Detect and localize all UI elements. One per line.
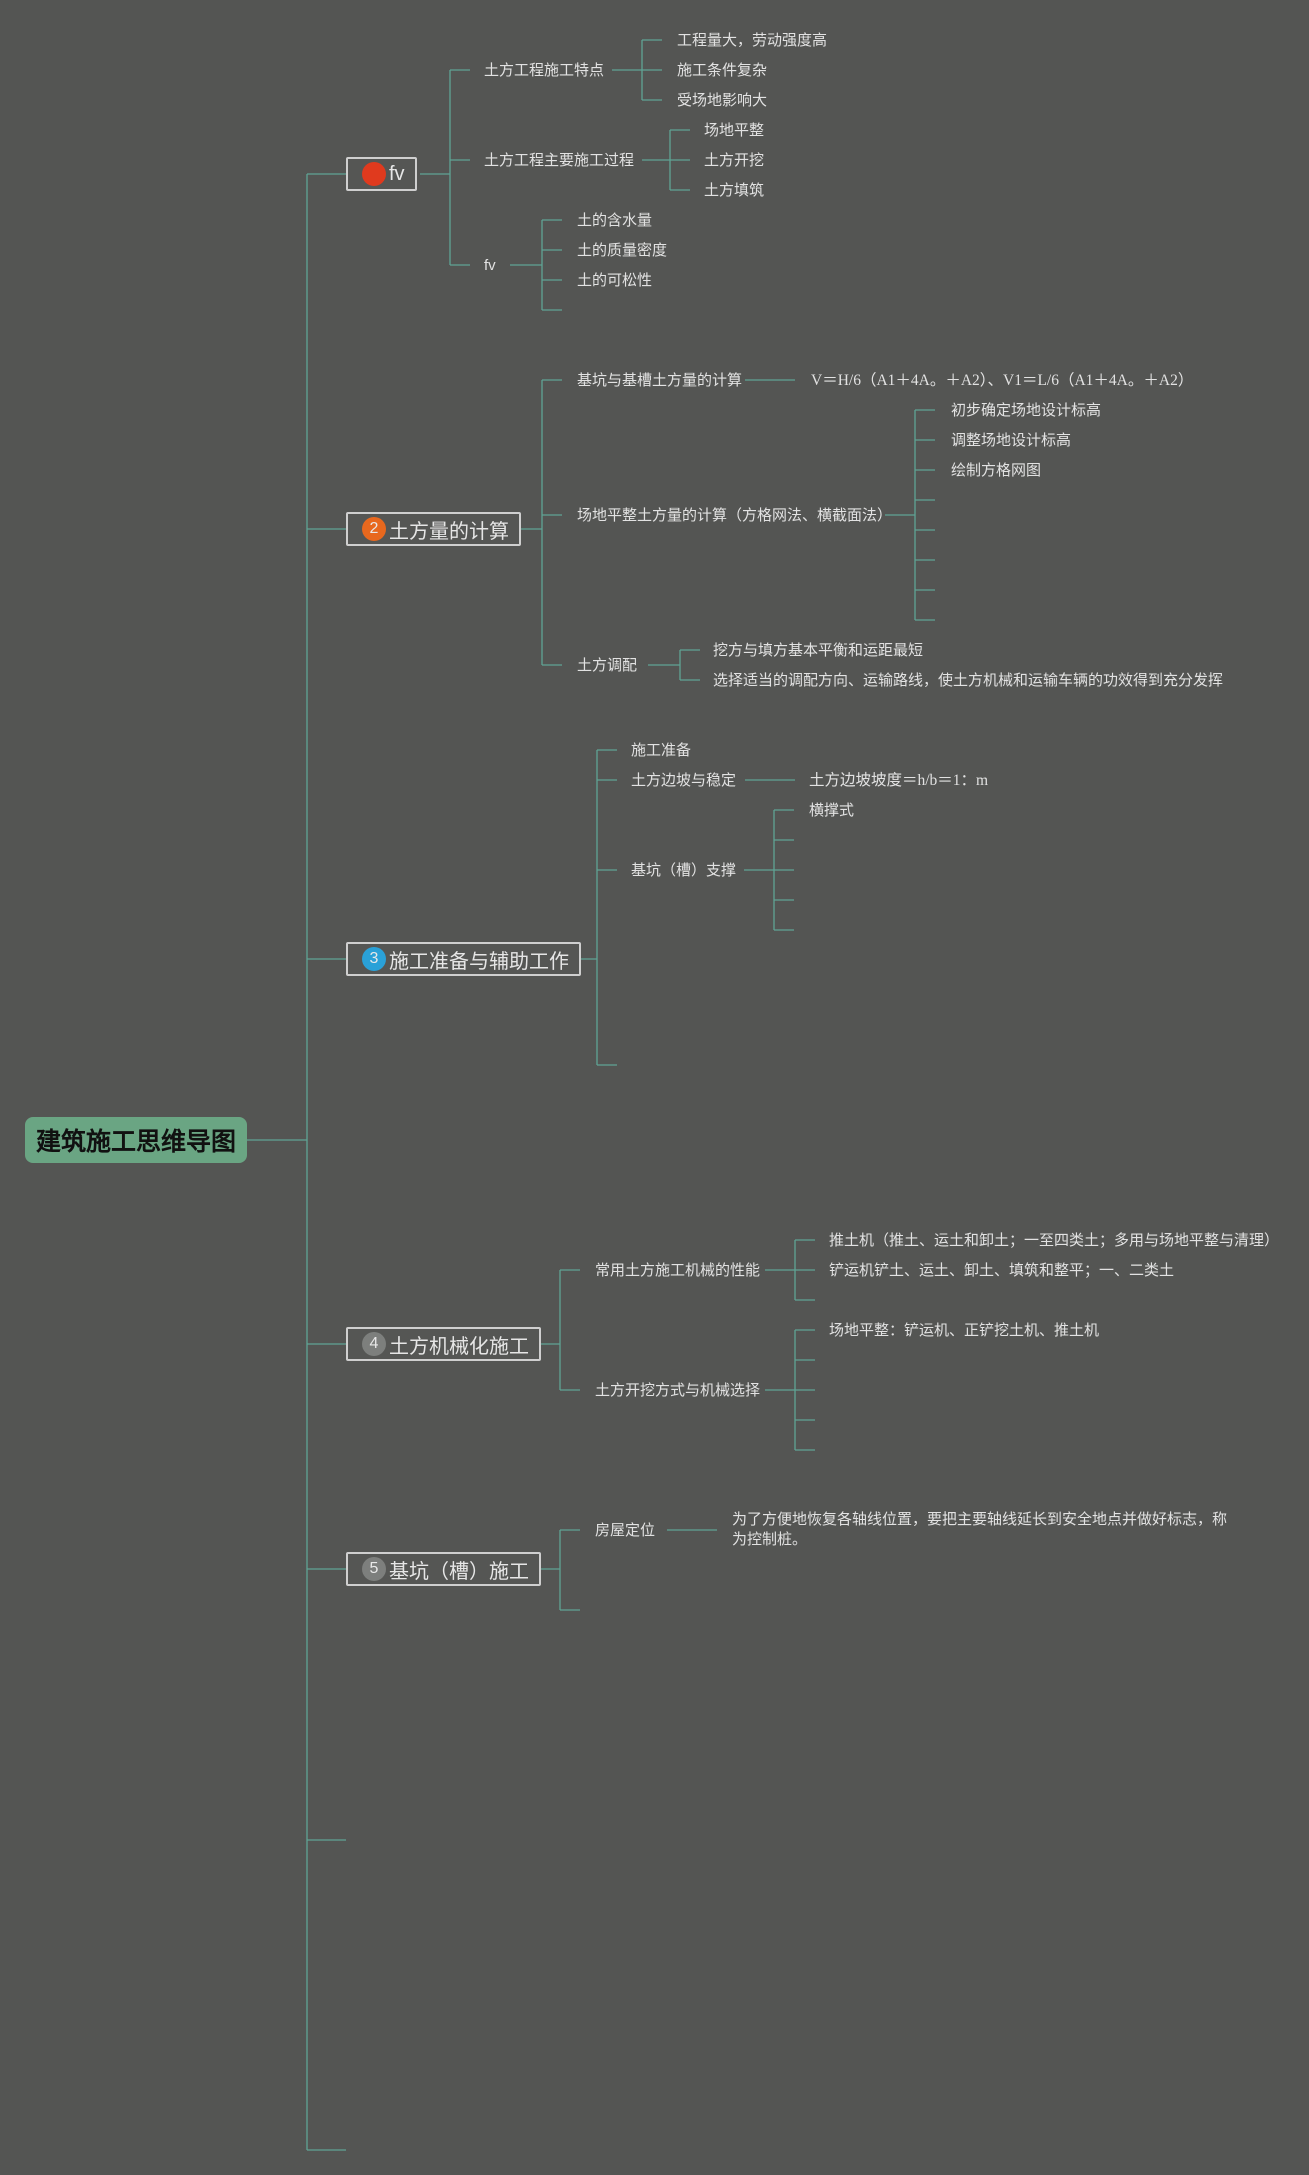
b1-t3-item-2[interactable]: 土的质量密度	[577, 242, 668, 259]
b5-topic-1[interactable]: 房屋定位	[595, 1522, 656, 1539]
root-label: 建筑施工思维导图	[35, 1128, 236, 1156]
branch-2-node[interactable]: 2 土方量的计算	[346, 512, 521, 546]
b1-t2-item-2[interactable]: 土方开挖	[704, 152, 765, 169]
b3-topic-3[interactable]: 基坑（槽）支撑	[631, 862, 737, 879]
b3-t2-item-1[interactable]: 土方边坡坡度＝h/b＝1：m	[809, 772, 989, 789]
b2-t1-formula[interactable]: V＝H/6（A1＋4A。＋A2）、V1＝L/6（A1＋4A。＋A2）	[811, 372, 1194, 389]
branch-3-label: 施工准备与辅助工作	[389, 950, 569, 973]
branch-1-node[interactable]: fv	[346, 157, 417, 191]
b1-t1-item-2[interactable]: 施工条件复杂	[677, 62, 768, 79]
b1-t3-item-3[interactable]: 土的可松性	[577, 272, 653, 289]
branch-3-badge-icon: 3	[362, 947, 386, 971]
root-node[interactable]: 建筑施工思维导图	[25, 1117, 247, 1163]
b2-t2-item-1[interactable]: 初步确定场地设计标高	[951, 402, 1102, 419]
b4-t1-item-2[interactable]: 铲运机铲土、运土、卸土、填筑和整平；一、二类土	[829, 1262, 1175, 1279]
b3-topic-1[interactable]: 施工准备	[631, 742, 692, 759]
branch-1-label: fv	[389, 162, 405, 185]
branch-4-label: 土方机械化施工	[389, 1335, 529, 1358]
b2-t3-item-2[interactable]: 选择适当的调配方向、运输路线，使土方机械和运输车辆的功效得到充分发挥	[713, 672, 1224, 689]
b4-topic-2[interactable]: 土方开挖方式与机械选择	[595, 1382, 761, 1399]
b2-t2-item-3[interactable]: 绘制方格网图	[951, 462, 1042, 479]
b5-t1-item-1[interactable]: 为了方便地恢复各轴线位置，要把主要轴线延长到安全地点并做好标志，称为控制桩。	[732, 1511, 1228, 1548]
b2-topic-1[interactable]: 基坑与基槽土方量的计算	[577, 372, 743, 389]
b1-t1-item-3[interactable]: 受场地影响大	[677, 92, 768, 109]
b1-t2-item-1[interactable]: 场地平整	[704, 122, 765, 139]
branch-3-node[interactable]: 3 施工准备与辅助工作	[346, 942, 581, 976]
b2-t3-item-1[interactable]: 挖方与填方基本平衡和运距最短	[713, 642, 924, 659]
branch-4-badge-icon: 4	[362, 1332, 386, 1356]
b1-t3-item-1[interactable]: 土的含水量	[577, 212, 653, 229]
b1-t2-item-3[interactable]: 土方填筑	[704, 182, 765, 199]
branch-5-label: 基坑（槽）施工	[389, 1560, 529, 1583]
b1-topic-1[interactable]: 土方工程施工特点	[484, 62, 605, 79]
b1-topic-3[interactable]: fv	[484, 257, 496, 274]
b2-topic-2[interactable]: 场地平整土方量的计算（方格网法、横截面法）	[577, 507, 893, 524]
branch-4-node[interactable]: 4 土方机械化施工	[346, 1327, 541, 1361]
b3-t3-item-1[interactable]: 横撑式	[809, 802, 855, 819]
branch-5-badge-icon: 5	[362, 1557, 386, 1581]
b3-topic-2[interactable]: 土方边坡与稳定	[631, 772, 737, 789]
b1-topic-2[interactable]: 土方工程主要施工过程	[484, 152, 635, 169]
branch-5-node[interactable]: 5 基坑（槽）施工	[346, 1552, 541, 1586]
b1-t1-item-1[interactable]: 工程量大，劳动强度高	[677, 32, 828, 49]
b4-topic-1[interactable]: 常用土方施工机械的性能	[595, 1262, 761, 1279]
branch-2-label: 土方量的计算	[389, 520, 509, 543]
b2-topic-3[interactable]: 土方调配	[577, 657, 638, 674]
branch-1-badge-icon	[362, 162, 386, 186]
b4-t2-item-1[interactable]: 场地平整：铲运机、正铲挖土机、推土机	[829, 1322, 1100, 1339]
branch-2-badge-icon: 2	[362, 517, 386, 541]
b4-t1-item-1[interactable]: 推土机（推土、运土和卸土；一至四类土；多用与场地平整与清理）	[829, 1232, 1280, 1249]
b2-t2-item-2[interactable]: 调整场地设计标高	[951, 432, 1072, 449]
